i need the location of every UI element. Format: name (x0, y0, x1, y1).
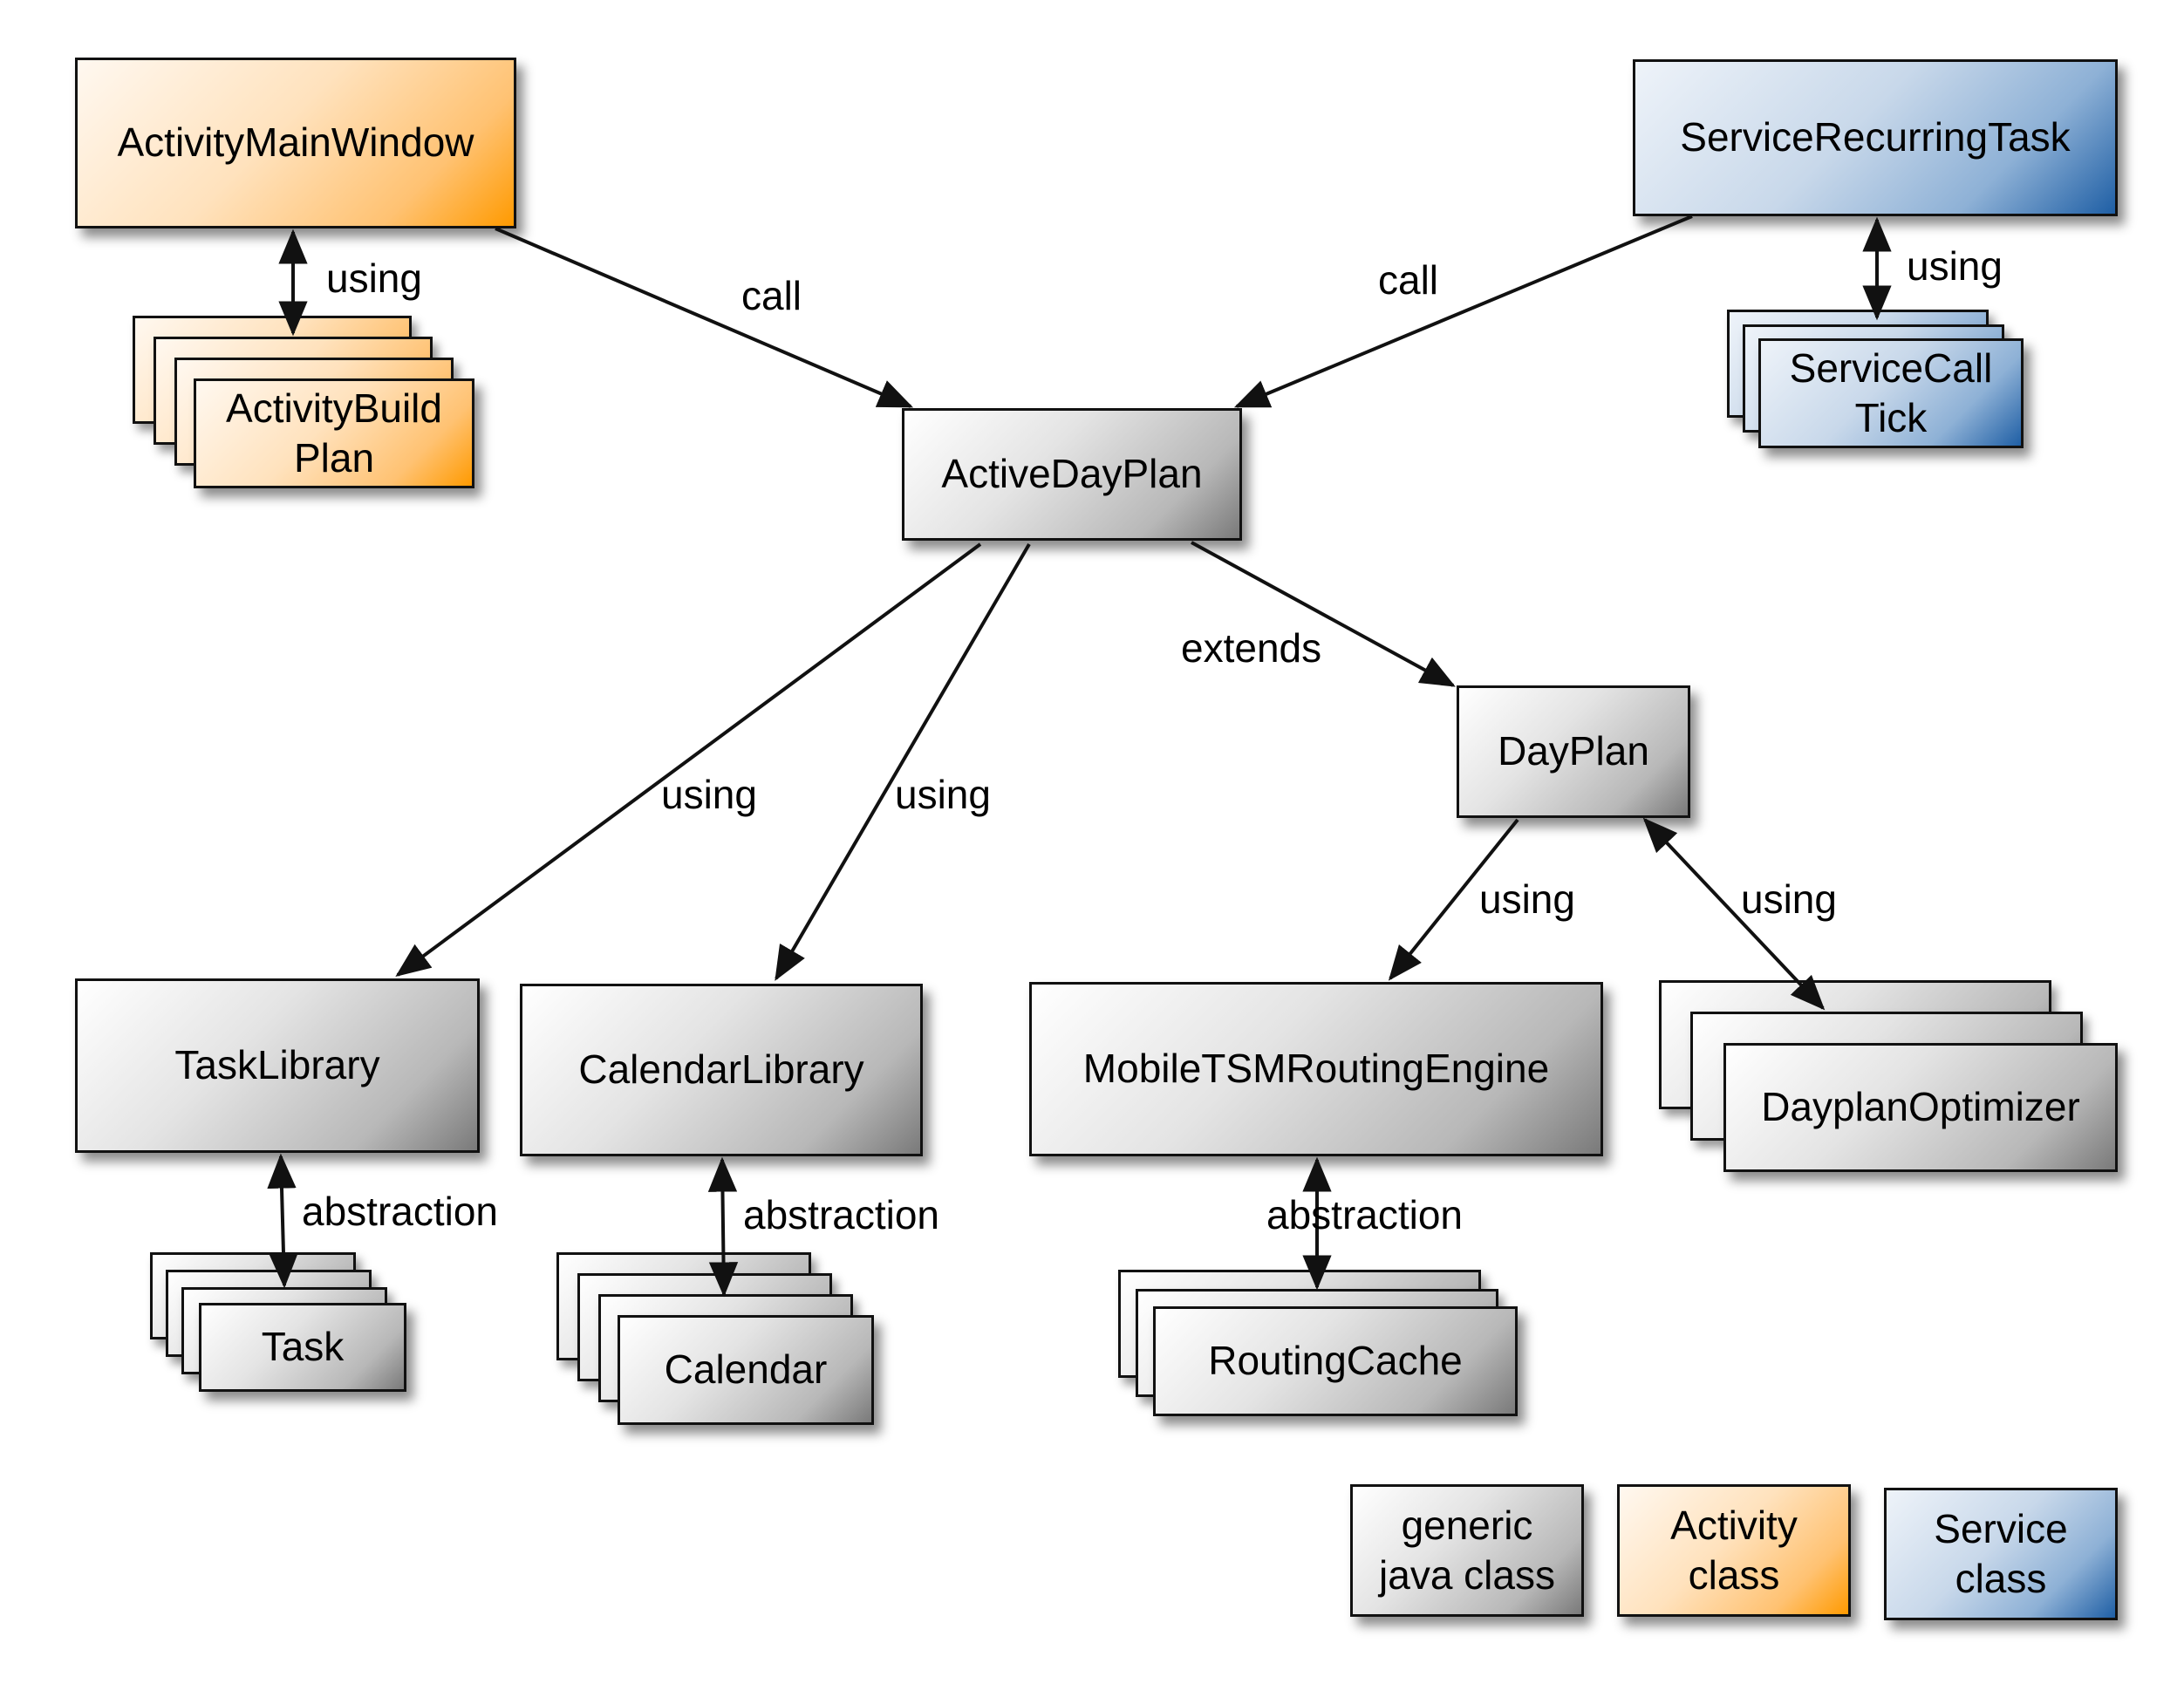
edge-using-callib (775, 542, 1031, 981)
activity-main-window-node: ActivityMainWindow (75, 58, 516, 228)
edge-abstraction-task (267, 1153, 298, 1289)
routing-cache-node: RoutingCache (1153, 1306, 1518, 1416)
label-using-callib: using (895, 772, 991, 817)
edge-abstraction-calendar (707, 1156, 739, 1298)
label-abstraction-routing: abstraction (1266, 1192, 1464, 1237)
day-plan-node: DayPlan (1457, 685, 1690, 818)
label-call-left: call (741, 273, 802, 318)
label-using-optimizer: using (1741, 876, 1837, 922)
label-using-service: using (1907, 243, 2003, 289)
active-day-plan-node: ActiveDayPlan (902, 408, 1242, 541)
edge-extends (1191, 541, 1456, 687)
label-abstraction-calendar: abstraction (743, 1192, 940, 1237)
task-library-node: TaskLibrary (75, 978, 480, 1153)
label-extends: extends (1181, 625, 1322, 671)
edge-using-optimizer (1642, 817, 1826, 1011)
legend-generic-java-class: generic java class (1350, 1484, 1584, 1617)
mobile-tsm-routing-engine-node: MobileTSMRoutingEngine (1029, 982, 1603, 1156)
edge-call-right (1233, 215, 1693, 408)
activity-build-plan-node: ActivityBuild Plan (194, 378, 474, 488)
calendar-library-node: CalendarLibrary (520, 984, 923, 1156)
dayplan-optimizer-node: DayplanOptimizer (1723, 1043, 2118, 1172)
edge-call-left (495, 227, 914, 408)
legend-service-class: Service class (1884, 1488, 2118, 1620)
service-call-tick-node: ServiceCall Tick (1758, 338, 2024, 448)
label-using-tasklib: using (661, 772, 757, 817)
label-abstraction-task: abstraction (302, 1189, 499, 1234)
edge-using-routing (1388, 818, 1519, 981)
label-using-activity: using (326, 256, 422, 301)
calendar-node: Calendar (618, 1315, 874, 1425)
task-node: Task (199, 1303, 406, 1392)
label-call-right: call (1378, 257, 1439, 303)
label-using-routing: using (1479, 876, 1575, 922)
legend-activity-class: Activity class (1617, 1484, 1851, 1617)
edge-using-tasklib (395, 542, 982, 977)
service-recurring-task-node: ServiceRecurringTask (1633, 59, 2118, 216)
